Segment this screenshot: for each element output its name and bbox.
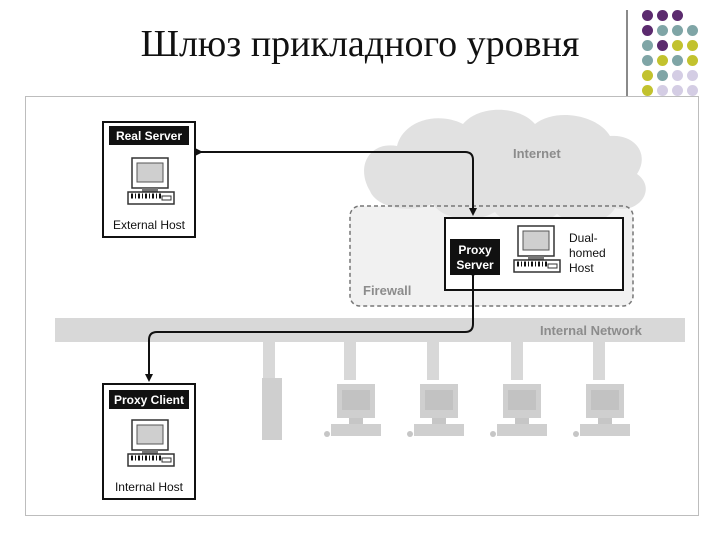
dot: [657, 25, 668, 36]
dot: [672, 55, 683, 66]
proxy-server-tag-line1: Proxy: [458, 243, 492, 257]
connection-arrow-external: [195, 148, 477, 216]
dot: [687, 25, 698, 36]
workstation-4: [573, 384, 630, 437]
dot: [672, 25, 683, 36]
workstation-2: [407, 384, 464, 437]
dot: [657, 55, 668, 66]
network-diagram: Internet Internal Network Firewall Real …: [55, 109, 685, 500]
internal-network-label: Internal Network: [540, 323, 643, 338]
computer-icon: [128, 158, 174, 204]
proxy-server-tag-line2: Server: [456, 258, 494, 272]
real-server-box: Real Server External Host: [102, 121, 196, 238]
slide-title: Шлюз прикладного уровня: [140, 23, 580, 65]
decorative-dot-grid: [640, 10, 712, 98]
connection-arrow-internal: [145, 270, 477, 382]
dual-homed-line2: homed: [569, 246, 606, 260]
dot: [642, 25, 653, 36]
dot: [642, 55, 653, 66]
dual-homed-line3: Host: [569, 261, 594, 275]
dot: [657, 70, 668, 81]
dot: [672, 70, 683, 81]
dot: [657, 85, 668, 96]
real-server-tag: Real Server: [116, 129, 182, 143]
dot: [657, 40, 668, 51]
dot: [642, 70, 653, 81]
server-tower: [262, 378, 282, 440]
workstation-1: [324, 384, 381, 437]
internet-label: Internet: [513, 146, 561, 161]
dot: [642, 10, 653, 21]
dot: [672, 40, 683, 51]
computer-icon: [514, 226, 560, 272]
computer-icon: [128, 420, 174, 466]
dot: [672, 85, 683, 96]
proxy-client-tag: Proxy Client: [114, 393, 184, 407]
dot: [687, 85, 698, 96]
proxy-client-box: Proxy Client Internal Host: [102, 383, 196, 500]
internal-host-label: Internal Host: [115, 480, 184, 494]
title-divider: [626, 10, 628, 96]
dot: [672, 10, 683, 21]
proxy-server-box: Proxy Server Dual- homed Host: [444, 217, 624, 291]
workstation-3: [490, 384, 547, 437]
dot: [687, 55, 698, 66]
dot: [687, 70, 698, 81]
firewall-label: Firewall: [363, 283, 411, 298]
dual-homed-line1: Dual-: [569, 231, 598, 245]
dot: [642, 40, 653, 51]
dot: [642, 85, 653, 96]
external-host-label: External Host: [113, 218, 186, 232]
dot: [657, 10, 668, 21]
dot: [687, 40, 698, 51]
